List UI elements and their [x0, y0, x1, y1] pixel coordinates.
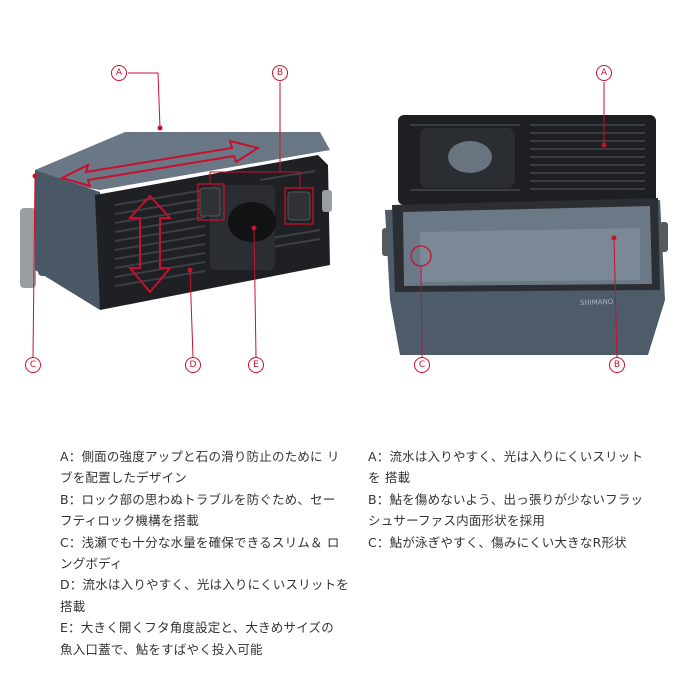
lock-highlight-right	[284, 187, 314, 225]
right-note-b: B：鮎を傷めないよう、出っ張りが少ないフラッ シュサーファス内面形状を採用	[368, 491, 644, 529]
left-leader-lines	[32, 72, 301, 358]
brand-mark: SHIMANO	[580, 298, 614, 307]
left-note-e: E：大きく開くフタ角度設定と、大きめサイズの 魚入口蓋で、鮎をすばやく投入可能	[60, 620, 334, 657]
right-strap	[322, 190, 332, 212]
fish-entrance-lid	[228, 202, 276, 242]
right-box-strap-right	[660, 222, 668, 252]
callout-left-b: B	[272, 65, 288, 81]
left-product-view	[20, 72, 332, 358]
right-note-a: A：流水は入りやすく、光は入りにくいスリットを 搭載	[368, 449, 644, 486]
callout-left-d: D	[185, 357, 201, 373]
product-figure: SHIMANO A B C D E A C B	[20, 65, 668, 373]
left-note-c: C：浅瀬でも十分な水量を確保できるスリム＆ ロングボディ	[60, 534, 340, 572]
rib-arrow-horizontal	[59, 139, 261, 188]
box-side-face	[35, 170, 100, 310]
left-strap	[20, 208, 36, 288]
right-leader-lines	[420, 82, 618, 358]
callout-right-b: B	[609, 357, 625, 373]
left-note-d: D：流水は入りやすく、光は入りにくいスリットを 搭載	[60, 577, 349, 614]
left-feature-notes: A：側面の強度アップと石の滑り防止のために リブを配置したデザイン B：ロック部…	[60, 446, 350, 660]
product-illustration: SHIMANO	[20, 72, 668, 358]
callout-left-a: A	[111, 65, 127, 81]
right-feature-notes: A：流水は入りやすく、光は入りにくいスリットを 搭載 B：鮎を傷めないよう、出っ…	[368, 446, 653, 553]
lock-highlight-left	[197, 183, 225, 221]
right-product-view: SHIMANO	[382, 82, 668, 358]
right-lock	[287, 191, 311, 221]
right-box-strap-left	[382, 228, 390, 256]
callout-left-e: E	[248, 357, 264, 373]
body-arrow-vertical	[127, 194, 173, 294]
right-note-c: C：鮎が泳ぎやすく、傷みにくい大きなR形状	[368, 534, 627, 550]
interior-floor	[420, 228, 640, 282]
left-lock	[199, 187, 221, 217]
lid-window	[448, 141, 492, 173]
lid-top-face	[35, 132, 330, 190]
callout-left-c: C	[25, 357, 41, 373]
callout-right-a: A	[596, 65, 612, 81]
lid-slits	[410, 124, 645, 191]
callout-right-c: C	[414, 357, 430, 373]
left-note-a: A：側面の強度アップと石の滑り防止のために リブを配置したデザイン	[60, 449, 340, 486]
left-note-b: B：ロック部の思わぬトラブルを防ぐため、セー フティロック機構を搭載	[60, 491, 336, 529]
